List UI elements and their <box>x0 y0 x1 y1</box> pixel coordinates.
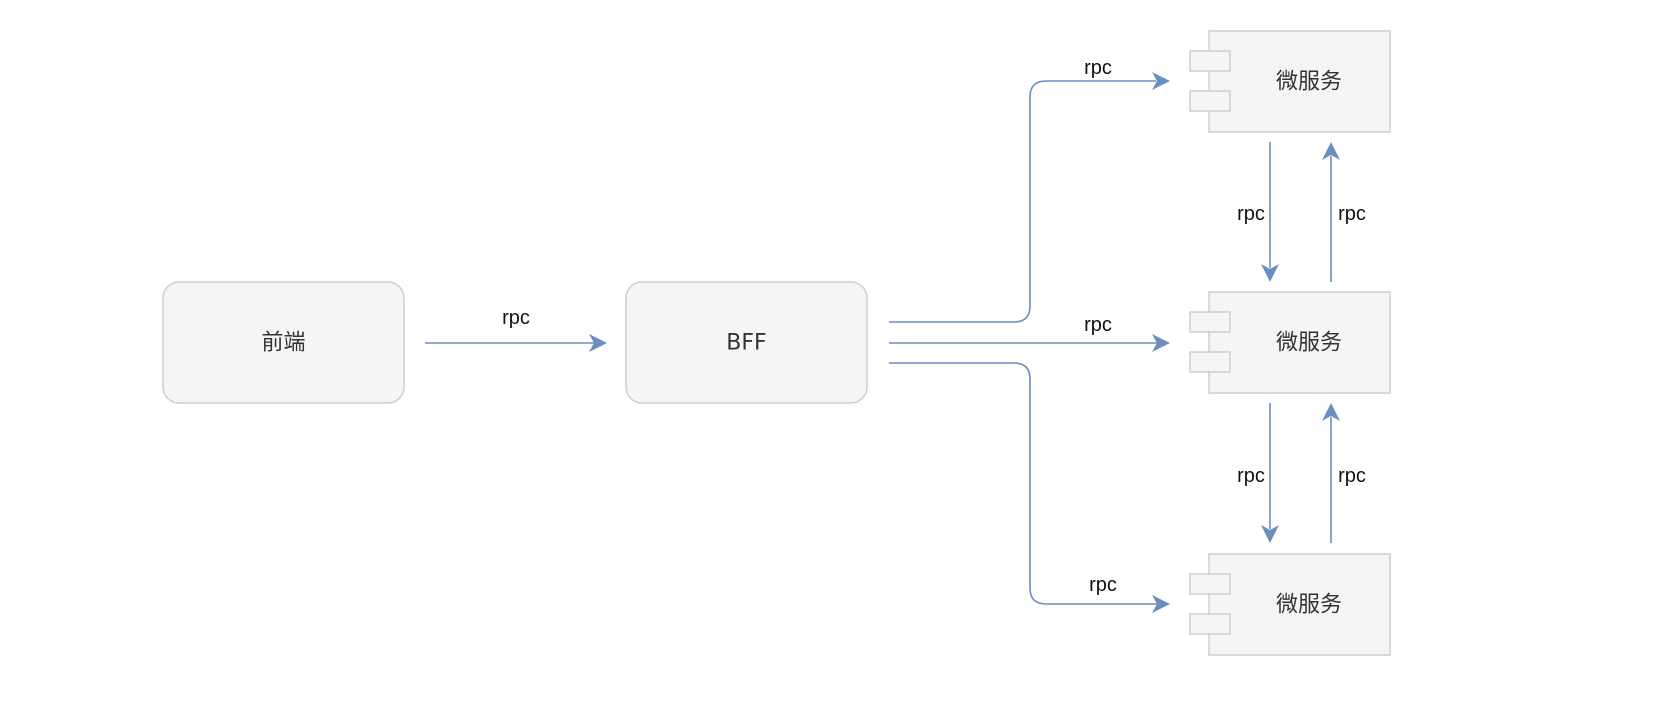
edge-bff-to-service-2[interactable]: rpc <box>889 314 1170 352</box>
edge-bff-to-service-3-label: rpc <box>1089 574 1117 596</box>
edge-service-3-to-service-2[interactable]: rpc <box>1322 403 1366 543</box>
node-frontend[interactable]: 前端 <box>162 281 405 404</box>
node-service-3[interactable]: 微服务 <box>1189 553 1391 656</box>
edge-service-1-to-service-2-label: rpc <box>1237 203 1265 225</box>
node-service-3-box <box>1208 553 1391 656</box>
edge-service-2-to-service-3-arrowhead <box>1261 525 1279 543</box>
node-service-3-port-bottom <box>1189 613 1231 635</box>
edge-bff-to-service-1-arrowhead <box>1152 72 1170 90</box>
edge-service-2-to-service-1-label: rpc <box>1338 203 1366 225</box>
edge-service-2-to-service-3[interactable]: rpc <box>1237 403 1279 543</box>
node-service-1-port-top <box>1189 50 1231 72</box>
edge-service-2-to-service-3-label: rpc <box>1237 465 1265 487</box>
edge-service-3-to-service-2-arrowhead <box>1322 403 1340 421</box>
node-service-2-port-top <box>1189 311 1231 333</box>
edge-service-3-to-service-2-label: rpc <box>1338 465 1366 487</box>
edge-frontend-to-bff-label: rpc <box>502 307 530 329</box>
node-service-1[interactable]: 微服务 <box>1189 30 1391 133</box>
edge-bff-to-service-1[interactable]: rpc <box>889 57 1170 323</box>
node-service-2[interactable]: 微服务 <box>1189 291 1391 394</box>
edge-service-1-to-service-2[interactable]: rpc <box>1237 142 1279 282</box>
node-service-2-label: 微服务 <box>1276 331 1342 356</box>
node-service-2-box <box>1208 291 1391 394</box>
edge-bff-to-service-2-label: rpc <box>1084 314 1112 336</box>
node-service-3-port-top <box>1189 573 1231 595</box>
edge-frontend-to-bff-arrowhead <box>589 334 607 352</box>
node-service-1-box <box>1208 30 1391 133</box>
edge-bff-to-service-1-label: rpc <box>1084 57 1112 79</box>
edge-service-1-to-service-2-arrowhead <box>1261 264 1279 282</box>
edge-service-2-to-service-1-arrowhead <box>1322 142 1340 160</box>
edge-bff-to-service-2-arrowhead <box>1152 334 1170 352</box>
edge-bff-to-service-3-line <box>889 362 1157 605</box>
edge-bff-to-service-3-arrowhead <box>1152 595 1170 613</box>
edge-bff-to-service-1-line <box>889 80 1156 323</box>
node-bff[interactable]: BFF <box>625 281 868 404</box>
edge-bff-to-service-3[interactable]: rpc <box>889 362 1170 613</box>
node-service-3-label: 微服务 <box>1276 593 1342 618</box>
node-service-1-port-bottom <box>1189 90 1231 112</box>
node-frontend-label: 前端 <box>261 331 305 356</box>
node-frontend-box <box>162 281 405 404</box>
node-bff-label: BFF <box>726 331 766 356</box>
edge-frontend-to-bff[interactable]: rpc <box>425 307 607 352</box>
node-service-2-port-bottom <box>1189 351 1231 373</box>
edge-service-2-to-service-1[interactable]: rpc <box>1322 142 1366 282</box>
node-service-1-label: 微服务 <box>1276 70 1342 95</box>
node-bff-box <box>625 281 868 404</box>
